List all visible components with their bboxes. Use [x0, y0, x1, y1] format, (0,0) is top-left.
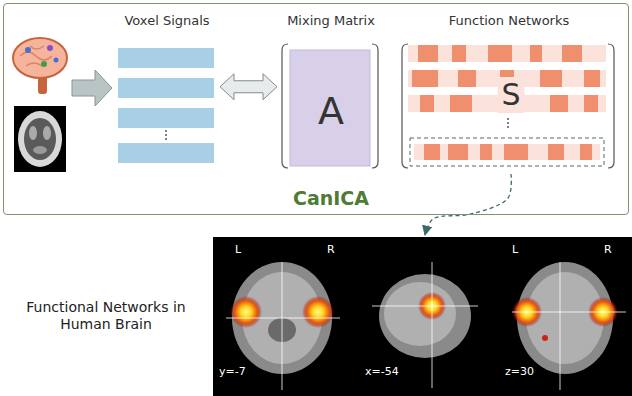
mixing-matrix-box: Mixing MatrixA	[279, 9, 383, 174]
source-matrix	[402, 44, 614, 168]
container-box: Voxel SignalsMixing MatrixAFunction Netw…	[3, 3, 629, 215]
brain-icon	[13, 38, 67, 94]
orientation-label: z=30	[504, 366, 535, 379]
method-title: CanICA	[293, 187, 369, 210]
matrix-symbol: S	[497, 77, 524, 113]
orientation-label: L	[234, 244, 242, 257]
brain-slices	[213, 237, 632, 396]
panel-caption: Functional Networks in Human Brain	[4, 299, 208, 333]
voxel-bars	[118, 48, 214, 163]
dashed-arrow	[425, 174, 511, 235]
orientation-label: R	[603, 244, 613, 257]
panel-heading: Mixing Matrix	[287, 13, 375, 29]
mri-slice	[14, 106, 66, 172]
orientation-label: x=-54	[364, 366, 400, 379]
orientation-label: y=-7	[218, 366, 247, 379]
panel-heading: Function Networks	[449, 13, 569, 29]
double-arrow	[220, 74, 277, 100]
matrix-symbol: A	[318, 89, 344, 135]
panel-heading: Voxel Signals	[124, 13, 209, 29]
voxel-signals: Voxel Signals	[116, 9, 218, 171]
orientation-label: R	[326, 244, 336, 257]
function-networks-box: Function NetworksS	[399, 9, 617, 174]
block-arrow	[72, 70, 112, 106]
orientation-label: L	[511, 244, 519, 257]
mixing-matrix	[282, 44, 378, 168]
brain-panel: Functional Networks in Human Brain	[0, 237, 632, 396]
